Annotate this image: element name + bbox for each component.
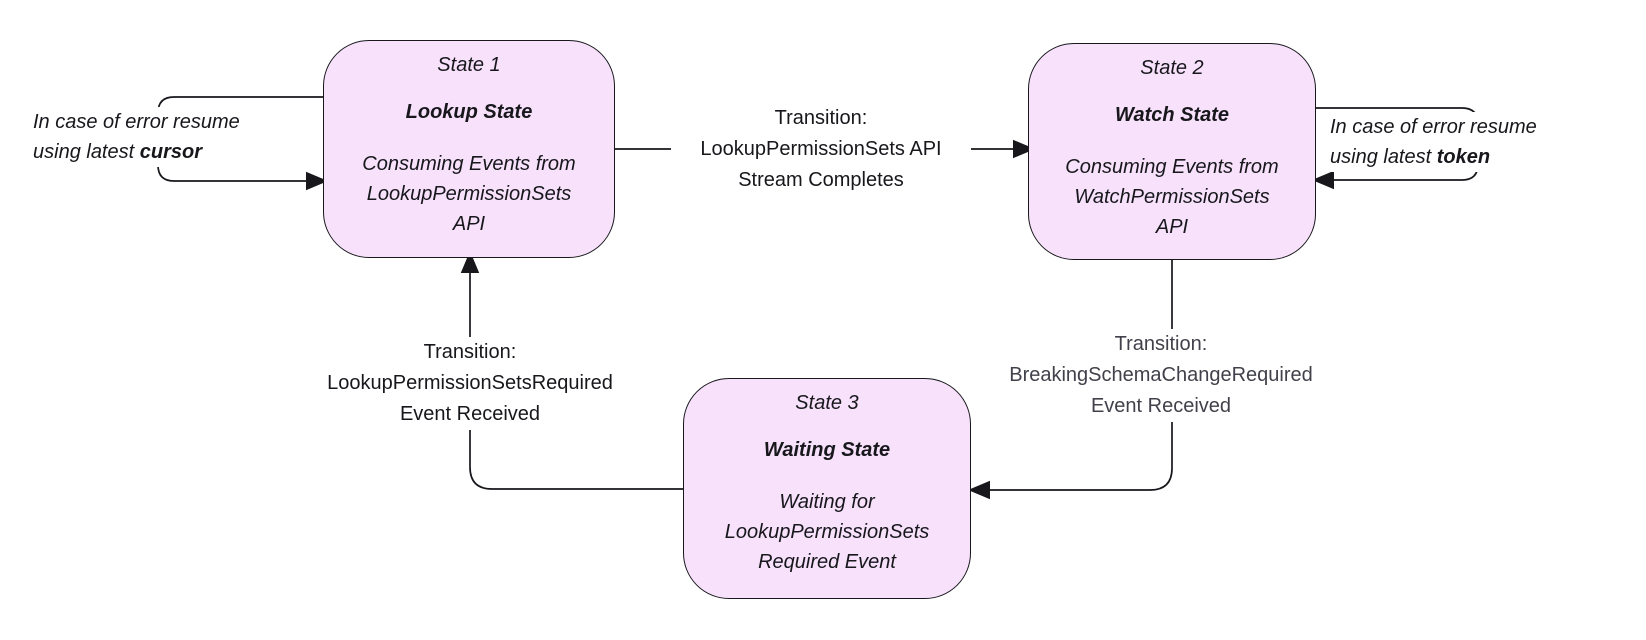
transition-name: BreakingSchemaChangeRequired <box>1009 364 1313 386</box>
state-step: State 3 <box>795 392 859 414</box>
state-step: State 2 <box>1140 57 1204 79</box>
transition-detail: Stream Completes <box>738 169 904 191</box>
state-title: Watch State <box>1114 104 1230 126</box>
error-note-keyword: cursor <box>139 141 202 163</box>
state-box-lookup: State 1 Lookup State Consuming Events fr… <box>323 40 615 258</box>
transition-detail: Event Received <box>1090 395 1232 417</box>
error-note-token: In case of error resume using latest tok… <box>1330 112 1565 172</box>
state-box-watch: State 2 Watch State Consuming Events fro… <box>1028 43 1316 260</box>
error-note-text: In case of error resume using latest <box>1330 116 1537 168</box>
transition-detail: Event Received <box>399 403 541 425</box>
error-note-text: In case of error resume using latest <box>33 111 240 163</box>
arrow-watch-to-waiting <box>968 260 1173 500</box>
transition-label-lookup-required: Transition: LookupPermissionSetsRequired… <box>320 337 620 430</box>
state-description: Consuming Events from LookupPermissionSe… <box>362 153 576 235</box>
transition-label-stream-completes: Transition: LookupPermissionSets API Str… <box>671 103 971 196</box>
error-note-cursor: In case of error resume using latest cur… <box>33 107 268 167</box>
transition-name: LookupPermissionSets API <box>700 138 942 160</box>
state-description: Consuming Events from WatchPermissionSet… <box>1065 156 1279 238</box>
state-step: State 1 <box>437 54 501 76</box>
transition-name: LookupPermissionSetsRequired <box>327 372 613 394</box>
state-title: Lookup State <box>405 101 533 123</box>
transition-label-breaking-schema-change: Transition: BreakingSchemaChangeRequired… <box>1005 329 1317 422</box>
arrow-waiting-to-lookup <box>460 251 683 490</box>
state-title: Waiting State <box>763 439 891 461</box>
state-description: Waiting for LookupPermissionSets Require… <box>724 491 930 573</box>
state-box-waiting: State 3 Waiting State Waiting for Lookup… <box>683 378 971 599</box>
transition-prefix: Transition: <box>1114 333 1208 355</box>
error-note-keyword: token <box>1436 146 1491 168</box>
transition-prefix: Transition: <box>774 107 868 129</box>
transition-prefix: Transition: <box>423 341 517 363</box>
